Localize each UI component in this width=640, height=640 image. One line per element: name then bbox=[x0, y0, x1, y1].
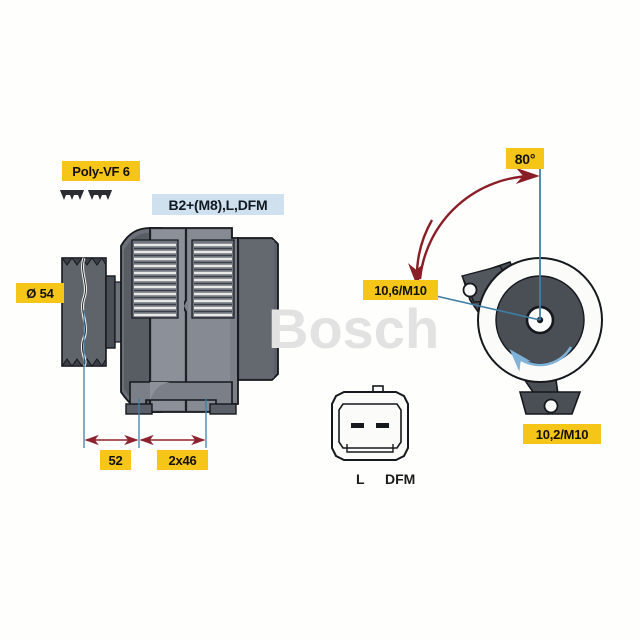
label-terminals: B2+(M8),L,DFM bbox=[152, 194, 284, 215]
label-dimension-2x46: 2x46 bbox=[157, 450, 208, 470]
label-angle-80: 80° bbox=[506, 148, 544, 169]
front-view bbox=[408, 167, 603, 416]
dimension-lines bbox=[83, 310, 207, 448]
label-connector-pin-dfm: DFM bbox=[385, 471, 416, 487]
rotation-direction-arrow bbox=[509, 346, 573, 372]
belt-groove-profile-icon bbox=[60, 190, 112, 200]
cooling-vents-right bbox=[191, 239, 235, 319]
side-view bbox=[60, 190, 279, 448]
lower-mount-hole bbox=[543, 398, 559, 414]
connector-inner-wall bbox=[338, 403, 402, 449]
poly-v-pulley bbox=[61, 257, 122, 367]
connector-pin-slot-2 bbox=[376, 423, 389, 428]
label-dimension-52: 52 bbox=[100, 450, 131, 470]
label-pulley-diameter: Ø 54 bbox=[16, 283, 64, 303]
label-upper-mount: 10,6/M10 bbox=[363, 280, 438, 300]
label-lower-mount: 10,2/M10 bbox=[523, 424, 601, 444]
connector-detail bbox=[331, 385, 409, 461]
cooling-vents-left bbox=[131, 239, 179, 319]
upper-mount-hole bbox=[462, 282, 478, 298]
angle-arc-lower bbox=[408, 219, 434, 287]
watermark-brand-text: Bosch bbox=[268, 297, 440, 360]
angle-arc-upper bbox=[418, 167, 540, 280]
connector-pin-slot-1 bbox=[351, 423, 364, 428]
rear-end-cover bbox=[237, 237, 279, 381]
connector-keyway bbox=[346, 444, 394, 453]
label-connector-pin-l: L bbox=[356, 471, 365, 487]
label-belt-profile: Poly-VF 6 bbox=[62, 161, 140, 181]
